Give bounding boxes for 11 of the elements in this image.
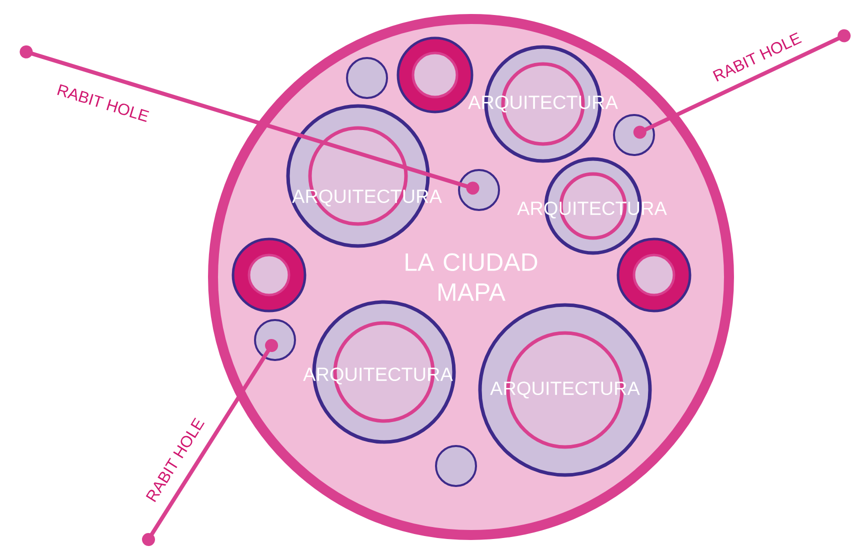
small-circle: [613, 114, 655, 156]
rabbit-hole-line: [142, 338, 278, 546]
edge-label: RABIT HOLE: [57, 84, 150, 122]
rabbit-hole-line: [20, 45, 480, 195]
small-circle: [254, 319, 296, 361]
small-circle: [458, 169, 500, 211]
rabbit-hole-line: [633, 29, 851, 139]
small-circle: [346, 57, 388, 99]
filled-circle: [616, 238, 692, 312]
filled-circle: [232, 238, 306, 312]
small-circle: [435, 445, 477, 487]
